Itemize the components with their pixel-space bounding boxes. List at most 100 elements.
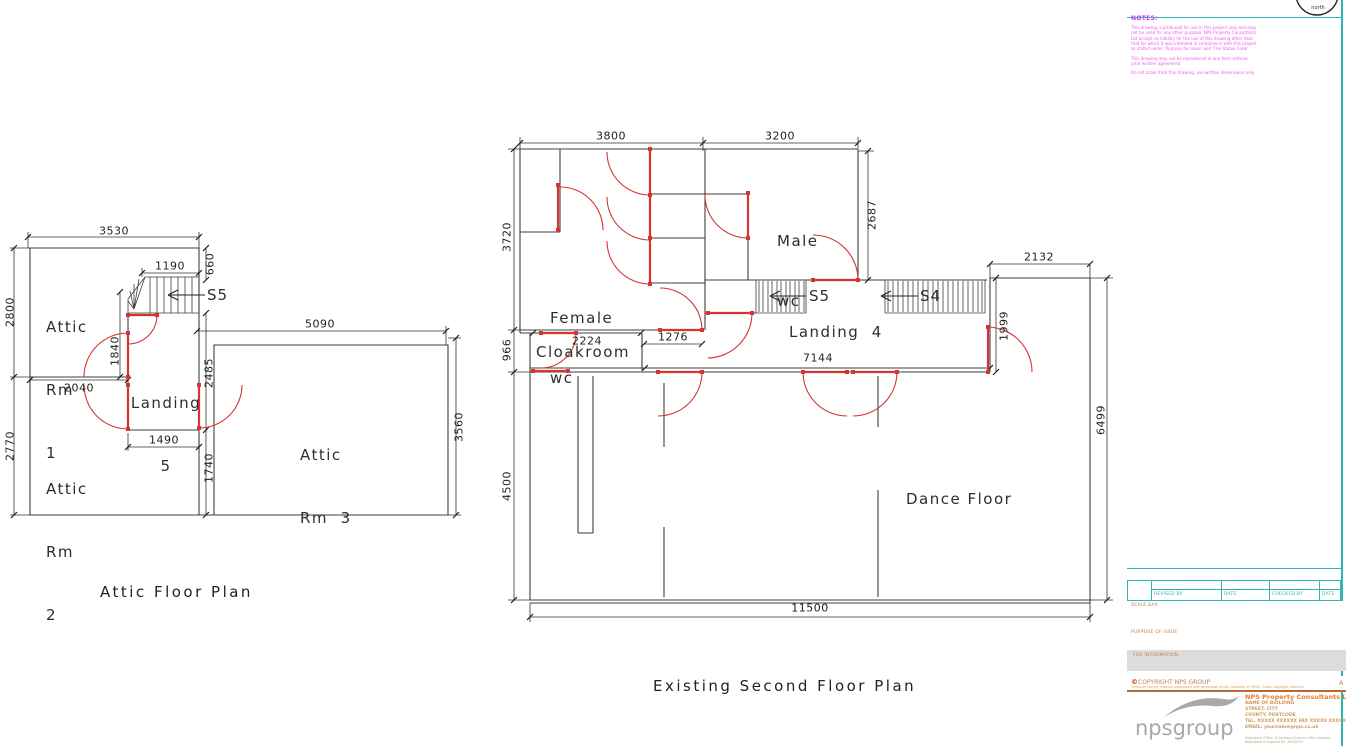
dim-second-2132: 2132 [1024, 250, 1054, 264]
dim-second-4500: 4500 [500, 471, 514, 501]
second-dimension-ticks [510, 139, 1111, 621]
attic-plan-title: Attic Floor Plan [100, 583, 253, 601]
drawing-status-text: FOR INFORMATION [1133, 653, 1179, 658]
second-door-arcs [540, 151, 1033, 417]
room-label-landing5: Landing 5 [129, 351, 203, 519]
drawing-status-band: FOR INFORMATION [1127, 650, 1346, 671]
revision-table-header-date1: DATE [1224, 592, 1237, 597]
room-label-line: Landing [130, 394, 202, 412]
copyright-icon: © [1131, 678, 1138, 686]
room-label-landing4: Landing 4 [789, 323, 883, 341]
revision-table-divider [1269, 581, 1270, 600]
north-symbol-label: north [1311, 5, 1325, 11]
copyright-text: COPYRIGHT NPS GROUP [1138, 679, 1211, 686]
company-small-print: Registered Office: St Andrews Business P… [1245, 736, 1331, 740]
company-address-line: TEL. XXXXX XXXXXX FAX XXXXX XXXXXX [1245, 719, 1346, 724]
dim-second-1276: 1276 [658, 330, 688, 344]
room-label-line: Attic [46, 318, 88, 336]
room-label-line: Rm 3 [300, 509, 352, 527]
copyright-line: ©COPYRIGHT NPS GROUP [1131, 678, 1210, 686]
dim-attic-2770: 2770 [3, 431, 17, 461]
logo-text: npsgroup [1135, 716, 1234, 740]
room-label-female-wc: Female wc [550, 268, 613, 428]
dim-attic-660: 660 [203, 252, 217, 276]
notes-paragraph-2: This drawing may not be reproduced in an… [1131, 55, 1248, 66]
purpose-of-issue-cell: PURPOSE OF ISSUE [1127, 628, 1346, 651]
notes-panel: NOTES: This drawing is produced for use … [1131, 15, 1258, 80]
room-label-line: 2 [46, 606, 58, 624]
room-label-line: 5 [160, 457, 172, 475]
second-door-leaves [533, 149, 990, 374]
revision-table-header-checked-by: CHECKED BY [1272, 592, 1303, 597]
dim-attic-2485: 2485 [202, 358, 216, 388]
north-symbol-circle [1296, 0, 1338, 16]
dim-second-3800: 3800 [596, 129, 626, 143]
nps-group-logo: npsgroup [1135, 692, 1243, 744]
dim-second-7144: 7144 [803, 351, 833, 365]
room-label-line: Male [777, 232, 819, 250]
notes-paragraph-3: Do not scale from this drawing, use writ… [1131, 70, 1255, 76]
revision-table: REVISED BY DATE CHECKED BY DATE [1127, 580, 1342, 601]
dim-attic-2040: 2040 [64, 381, 94, 395]
dim-attic-1490: 1490 [149, 433, 179, 447]
stair-label-s5: S5 [809, 287, 831, 305]
room-label-line: wc [550, 369, 574, 387]
dim-attic-5090: 5090 [305, 317, 335, 331]
room-label-line: Attic [300, 446, 342, 464]
sheet-letter: A [1339, 679, 1344, 687]
attic-dimensions [10, 232, 461, 519]
revision-table-divider [1221, 581, 1222, 600]
company-info: NPS Property Consultants Ltd NAME OF BUI… [1245, 693, 1346, 744]
dim-second-6499: 6499 [1094, 405, 1108, 435]
dim-second-2687: 2687 [865, 200, 879, 230]
second-dimensions [508, 137, 1113, 622]
attic-door-leaves [126, 313, 201, 429]
logo-swoosh-icon [1163, 696, 1239, 718]
room-label-line: Female [550, 309, 614, 327]
room-label-attic-rm1: Attic Rm 1 [46, 275, 88, 506]
room-label-attic-rm2: Attic Rm 2 [46, 437, 88, 668]
room-label-line: Rm [46, 543, 75, 561]
scale-bar-label: SCALE BAR [1131, 603, 1158, 608]
stair-label-s4: S4 [920, 287, 942, 305]
second-stair-arrows [769, 290, 918, 302]
room-label-line: 1 [46, 444, 58, 462]
dim-second-966: 966 [500, 338, 514, 362]
notes-heading: NOTES: [1131, 15, 1158, 22]
notes-panel-top-border [1127, 17, 1342, 18]
dim-second-3200: 3200 [765, 129, 795, 143]
scale-bar-cell: SCALE BAR [1127, 601, 1346, 629]
dim-second-11500: 11500 [791, 601, 829, 615]
dim-second-3720: 3720 [500, 222, 514, 252]
copyright-row: ©COPYRIGHT NPS GROUP Ordnance Survey mat… [1127, 676, 1346, 692]
room-label-line: Attic [46, 480, 88, 498]
room-label-dance-floor: Dance Floor [906, 490, 1013, 508]
company-address-line: COUNTY, POSTCODE [1245, 713, 1296, 718]
company-address-line: NAME OF BUILDING [1245, 701, 1295, 706]
company-address-line: STREET, CITY [1245, 707, 1278, 712]
attic-stair-arrow [167, 289, 205, 301]
revision-table-header-date2: DATE [1322, 592, 1335, 597]
dim-attic-1190: 1190 [155, 259, 185, 273]
dim-attic-1840: 1840 [108, 336, 122, 366]
company-small-print: Registered in England No. XXXXXXX [1245, 740, 1303, 745]
attic-dimension-ticks [10, 233, 460, 519]
company-name: NPS Property Consultants Ltd [1245, 693, 1346, 701]
second-doors [531, 147, 1033, 417]
dim-second-2224: 2224 [572, 334, 602, 348]
dim-attic-3530: 3530 [99, 224, 129, 238]
attic-doors [83, 313, 243, 431]
room-label-line: Rm [46, 381, 75, 399]
revision-table-row-divider [1151, 589, 1342, 590]
purpose-of-issue-label: PURPOSE OF ISSUE [1131, 630, 1178, 635]
dim-second-1999: 1999 [997, 311, 1011, 341]
revision-table-divider [1319, 581, 1320, 600]
room-label-cloakroom: Cloakroom [536, 343, 631, 361]
second-plan-title: Existing Second Floor Plan [653, 677, 917, 695]
revision-table-header-revised-by: REVISED BY [1154, 592, 1183, 597]
dim-attic-2800: 2800 [3, 297, 17, 327]
room-label-male-wc: Male wc [777, 191, 819, 351]
attic-door-arcs [83, 314, 243, 430]
